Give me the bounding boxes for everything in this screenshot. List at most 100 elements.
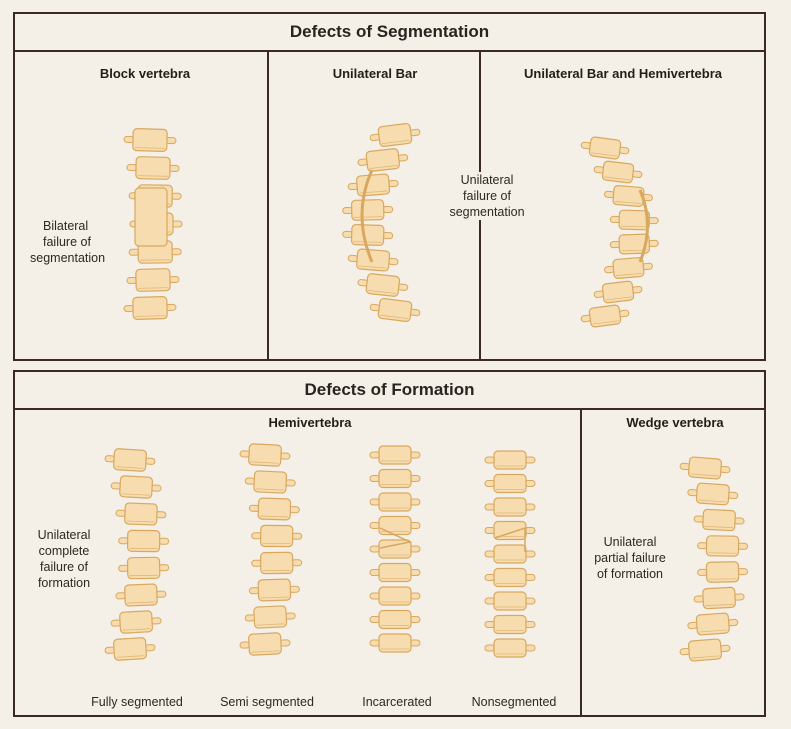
vertebra [248, 497, 300, 521]
vertebra [697, 561, 749, 583]
vertebra [609, 233, 659, 255]
formation-title: Defects of Formation [15, 372, 764, 410]
vertebra [118, 556, 170, 580]
annotation-line: failure of [463, 189, 511, 203]
annotation-line: failure of [43, 235, 91, 249]
vertebra [104, 448, 156, 472]
caption-nonsegmented: Nonsegmented [471, 695, 557, 709]
spine-unilateral-bar [342, 122, 421, 323]
hemivertebra-wedge [379, 527, 413, 549]
annotation-line: Unilateral [460, 173, 514, 187]
block-vertebra-heading: Block vertebra [99, 66, 191, 81]
annotation-line: segmentation [30, 251, 106, 265]
vertebra [580, 136, 630, 160]
vertebra [244, 605, 296, 629]
vertebra [593, 160, 643, 184]
unilateral-partial-failure-annotation: Unilateral partial failure of formation [580, 534, 680, 582]
caption-incarcerated: Incarcerated [362, 695, 432, 709]
vertebra [357, 273, 409, 297]
vertebra [604, 257, 653, 279]
bilateral-failure-annotation: Bilateral failure of segmentation [30, 218, 130, 266]
vertebra [251, 551, 303, 575]
vertebra [342, 199, 394, 221]
vertebra [115, 502, 167, 526]
fused-block [134, 187, 168, 247]
vertebra [369, 633, 421, 653]
vertebra [347, 248, 399, 272]
vertebra [118, 529, 170, 553]
vertebra [687, 482, 739, 506]
annotation-line: Unilateral [37, 528, 91, 542]
spine-semi-segmented [239, 443, 303, 656]
vertebra [693, 586, 745, 610]
vertebra [342, 224, 394, 246]
vertebra [251, 524, 303, 548]
vertebra [115, 583, 167, 607]
vertebra [484, 450, 536, 470]
annotation-line: Unilateral [603, 535, 657, 549]
vertebra [347, 173, 399, 197]
segmentation-divider-1 [267, 52, 269, 361]
vertebra [244, 470, 296, 494]
caption-semi-segmented: Semi segmented [220, 695, 314, 709]
unilateral-bar-heading: Unilateral Bar [332, 66, 418, 81]
annotation-line: failure of [40, 560, 88, 574]
unilateral-complete-failure-annotation: Unilateral complete failure of formation [22, 527, 106, 591]
unilateral-bar [360, 169, 374, 263]
annotation-line: partial failure [594, 551, 666, 565]
spine-wedge [679, 456, 749, 662]
vertebra [484, 567, 536, 588]
vertebra [369, 468, 421, 489]
hemivertebra-wedge [494, 526, 526, 552]
vertebra [693, 508, 745, 532]
vertebra [104, 637, 156, 661]
unilateral-bar-hemivertebra-heading: Unilateral Bar and Hemivertebra [524, 66, 722, 81]
vertebra [484, 614, 536, 635]
vertebra [484, 520, 536, 541]
vertebra [679, 638, 731, 662]
vertebra [239, 632, 291, 656]
vertebra [369, 562, 421, 583]
vertebra [679, 456, 731, 480]
vertebra [369, 539, 421, 559]
unilateral-failure-segmentation-annotation: Unilateral failure of segmentation [432, 172, 542, 220]
formation-panel: Defects of Formation [13, 370, 766, 717]
vertebra [697, 535, 749, 557]
annotation-line: formation [37, 576, 91, 590]
vertebra [248, 578, 300, 602]
vertebra [609, 209, 659, 231]
segmentation-title: Defects of Segmentation [15, 14, 764, 52]
spine-fully-segmented [104, 448, 170, 661]
vertebra [369, 445, 421, 465]
vertebra [687, 612, 739, 636]
vertebra [580, 304, 630, 328]
vertebra [484, 473, 536, 494]
vertebra [484, 544, 536, 564]
vertebra [369, 122, 421, 148]
vertebra [126, 156, 180, 180]
vertebra [123, 296, 177, 320]
spine-nonsegmented [484, 450, 536, 658]
vertebra [110, 475, 162, 499]
hemivertebra-heading: Hemivertebra [268, 415, 352, 430]
spine-incarcerated [369, 445, 421, 653]
vertebra [369, 609, 421, 630]
vertebra [484, 638, 536, 658]
vertebra [593, 280, 643, 304]
vertebra [604, 185, 653, 207]
annotation-line: Bilateral [43, 219, 89, 233]
vertebra [239, 443, 291, 467]
formation-divider [580, 410, 582, 717]
vertebra [484, 591, 536, 611]
vertebra [126, 268, 180, 292]
vertebra [369, 297, 421, 323]
annotation-line: of formation [596, 567, 663, 581]
vertebra [484, 497, 536, 517]
spine-bar-hemivertebra [580, 136, 659, 328]
caption-fully-segmented: Fully segmented [91, 695, 183, 709]
vertebra [369, 492, 421, 512]
vertebra [369, 515, 421, 536]
vertebra [123, 128, 177, 152]
vertebra [110, 610, 162, 634]
